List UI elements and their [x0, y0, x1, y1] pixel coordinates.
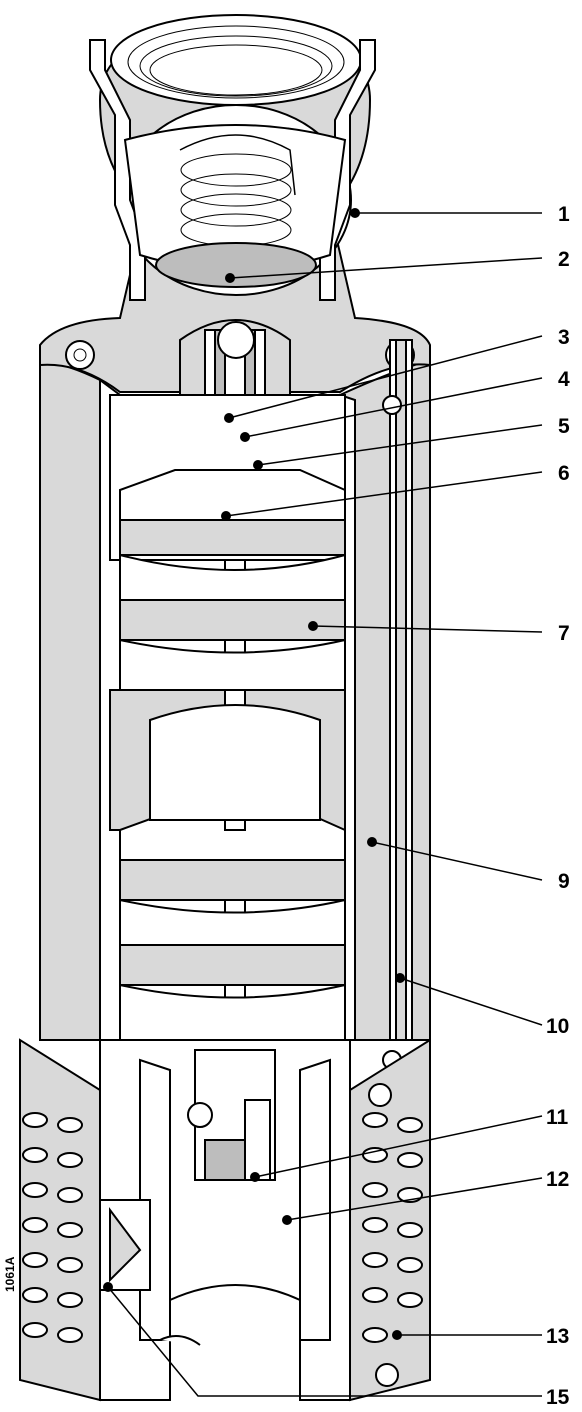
callout-10: 10 — [546, 1015, 569, 1038]
leader-lines — [103, 208, 543, 1397]
callout-5: 5 — [558, 415, 570, 438]
figure-code: 1061A — [3, 1256, 17, 1292]
callout-2: 2 — [558, 248, 570, 271]
callout-13: 13 — [546, 1325, 569, 1348]
callout-labels: 1 2 3 4 5 6 7 9 10 11 12 13 15 — [546, 203, 570, 1409]
callout-7: 7 — [558, 622, 570, 645]
callout-3: 3 — [558, 326, 570, 349]
callout-9: 9 — [558, 870, 570, 893]
strainer-slots-left — [22, 1112, 83, 1343]
callout-15: 15 — [546, 1386, 570, 1409]
callout-1: 1 — [558, 203, 570, 226]
strainer-slots-right — [362, 1083, 423, 1387]
inlet-section — [19, 1038, 431, 1402]
callout-12: 12 — [546, 1168, 569, 1191]
chamber-stack — [109, 394, 346, 1041]
callout-6: 6 — [558, 462, 570, 485]
valve-spring — [123, 124, 347, 288]
callout-4: 4 — [558, 368, 570, 391]
callout-11: 11 — [546, 1106, 569, 1129]
cable-guard — [382, 339, 413, 1070]
